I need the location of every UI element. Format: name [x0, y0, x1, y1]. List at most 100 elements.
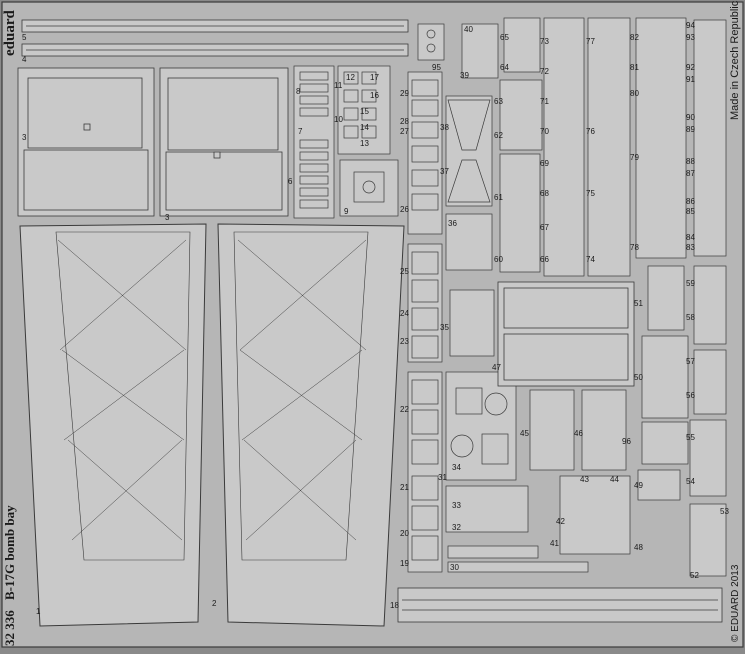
- part-number: 68: [540, 189, 549, 198]
- part-number: 51: [634, 299, 643, 308]
- part-number: 6: [288, 177, 293, 186]
- part-number: 11: [334, 81, 343, 90]
- bomb-bay-door-1: [19, 223, 207, 627]
- part-number: 9: [344, 207, 349, 216]
- part-number: 35: [440, 323, 449, 332]
- part-number: 2: [212, 599, 217, 608]
- part-number: 52: [690, 571, 699, 580]
- part-number: 12: [346, 73, 355, 82]
- part-number: 44: [610, 475, 619, 484]
- part-number: 10: [334, 115, 343, 124]
- part-number: 78: [630, 243, 639, 252]
- part-number: 23: [400, 337, 409, 346]
- part-number: 57: [686, 357, 695, 366]
- part-number: 58: [686, 313, 695, 322]
- part-number: 81: [630, 63, 639, 72]
- part-number: 54: [686, 477, 695, 486]
- part-number: 63: [494, 97, 503, 106]
- part-number: 3: [22, 133, 27, 142]
- part-number: 62: [494, 131, 503, 140]
- parts-60-82-grid: [499, 17, 687, 277]
- part-number: 72: [540, 67, 549, 76]
- part-number: 17: [370, 73, 379, 82]
- part-number: 75: [586, 189, 595, 198]
- parts-83-94: [693, 19, 727, 257]
- part-number: 59: [686, 279, 695, 288]
- brand-text: eduard: [2, 10, 18, 57]
- sheet-title: B-17G bomb bay: [2, 505, 17, 600]
- part-number: 96: [622, 437, 631, 446]
- part-number: 82: [630, 33, 639, 42]
- part-number: 5: [22, 33, 27, 42]
- part-number: 33: [452, 501, 461, 510]
- part-number: 67: [540, 223, 549, 232]
- part-number: 86: [686, 197, 695, 206]
- part-number: 77: [586, 37, 595, 46]
- bomb-bay-door-2: [217, 223, 405, 627]
- part-number: 14: [360, 123, 369, 132]
- part-number: 46: [574, 429, 583, 438]
- part-number: 25: [400, 267, 409, 276]
- part-number: 32: [452, 523, 461, 532]
- part-number: 89: [686, 125, 695, 134]
- part-number: 61: [494, 193, 503, 202]
- part-number: 91: [686, 75, 695, 84]
- part-numbers: 1 2 3 3 4 5 6 7 8 9 10 11 12 13 14 15 16…: [22, 21, 729, 616]
- part-number: 7: [298, 127, 303, 136]
- part-number: 48: [634, 543, 643, 552]
- part-number: 1: [36, 607, 41, 616]
- part-number: 36: [448, 219, 457, 228]
- part-number: 85: [686, 207, 695, 216]
- part-number: 71: [540, 97, 549, 106]
- copyright-text: © EDUARD 2013: [730, 564, 741, 642]
- part-number: 60: [494, 255, 503, 264]
- part-number: 80: [630, 89, 639, 98]
- parts-50-59: [641, 265, 727, 577]
- part-number: 15: [360, 107, 369, 116]
- parts-column-19-31: [407, 71, 443, 573]
- part-number: 26: [400, 205, 409, 214]
- part-number: 93: [686, 33, 695, 42]
- part-number: 3: [165, 213, 170, 222]
- part-number: 65: [500, 33, 509, 42]
- part-number: 39: [460, 71, 469, 80]
- part-number: 18: [390, 601, 399, 610]
- part-number: 69: [540, 159, 549, 168]
- part-number: 16: [370, 91, 379, 100]
- part-number: 8: [296, 87, 301, 96]
- catalog-number: 32 336: [2, 610, 17, 646]
- part-18-strip: [397, 587, 723, 623]
- part-number: 38: [440, 123, 449, 132]
- part-number: 45: [520, 429, 529, 438]
- part-number: 55: [686, 433, 695, 442]
- part-number: 43: [580, 475, 589, 484]
- part-number: 34: [452, 463, 461, 472]
- parts-35-38: [445, 95, 495, 357]
- part-47-panel: [497, 281, 635, 387]
- part-number: 70: [540, 127, 549, 136]
- part-number: 37: [440, 167, 449, 176]
- part-number: 24: [400, 309, 409, 318]
- part-number: 19: [400, 559, 409, 568]
- part-number: 94: [686, 21, 695, 30]
- small-parts-6-17: [293, 65, 399, 219]
- part-number: 30: [450, 563, 459, 572]
- part-number: 28: [400, 117, 409, 126]
- origin-text: Made in Czech Republic: [729, 0, 741, 120]
- parts-39-40: [417, 23, 543, 151]
- part-number: 53: [720, 507, 729, 516]
- part-number: 74: [586, 255, 595, 264]
- part-number: 40: [464, 25, 473, 34]
- part-3-panels: [17, 67, 289, 217]
- part-number: 49: [634, 481, 643, 490]
- top-strips: [21, 19, 409, 57]
- part-number: 47: [492, 363, 501, 372]
- part-number: 64: [500, 63, 509, 72]
- part-number: 84: [686, 233, 695, 242]
- part-number: 13: [360, 139, 369, 148]
- part-number: 42: [556, 517, 565, 526]
- part-number: 76: [586, 127, 595, 136]
- part-number: 87: [686, 169, 695, 178]
